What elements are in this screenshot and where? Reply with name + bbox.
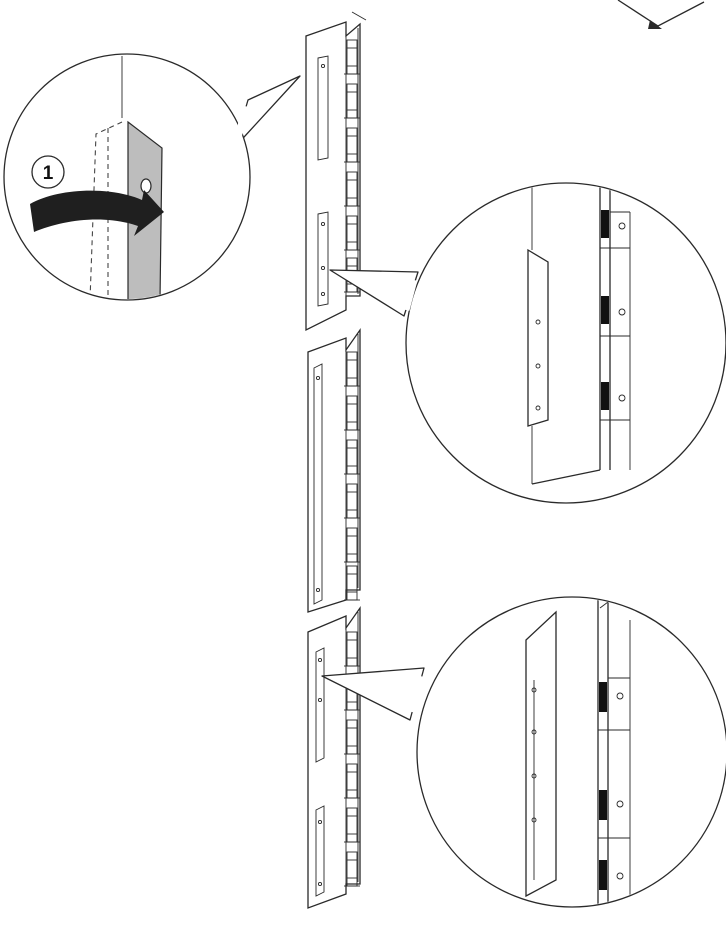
detail-callout-step: 1 bbox=[3, 53, 301, 301]
bracket-hole bbox=[140, 178, 152, 194]
step-number-label: 1 bbox=[43, 163, 54, 184]
rail-bracket-bottom bbox=[307, 605, 361, 909]
detail-callout-middle bbox=[329, 182, 726, 504]
rail-bracket-middle bbox=[307, 327, 361, 613]
step-number-badge bbox=[31, 155, 65, 189]
rail-bracket-top bbox=[305, 11, 367, 332]
detail-callout-bottom bbox=[321, 596, 726, 908]
rotate-arrow-icon bbox=[30, 190, 164, 236]
corner-arrow-fragment bbox=[617, 0, 705, 29]
